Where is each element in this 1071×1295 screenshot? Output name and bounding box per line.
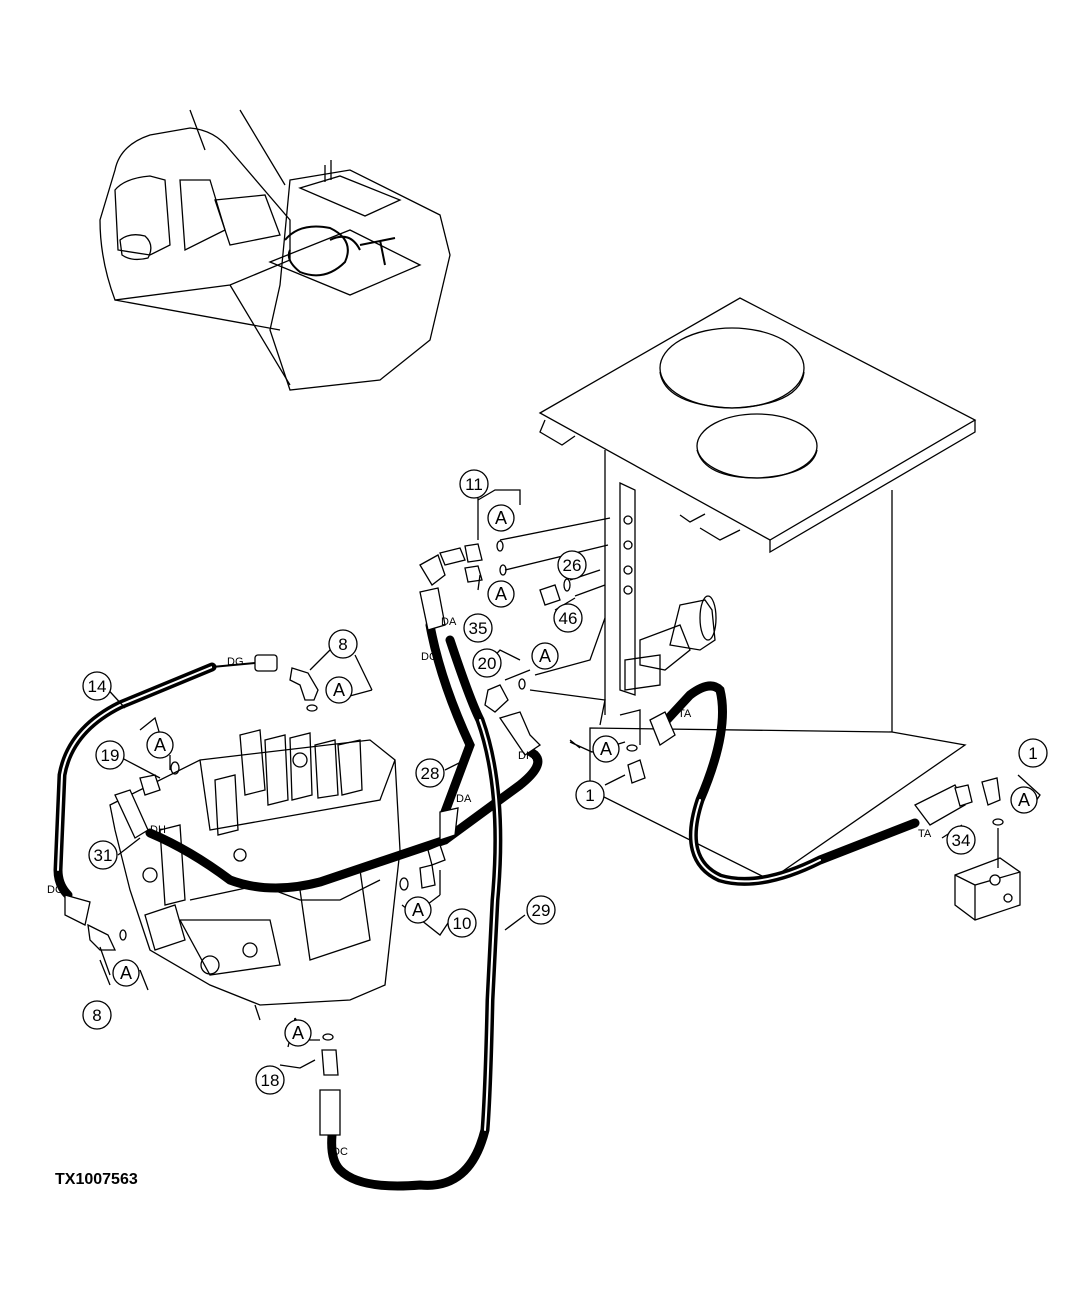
callout-1-right: 1 — [1018, 738, 1048, 768]
callout-34: 34 — [946, 825, 976, 855]
svg-text:A: A — [412, 900, 424, 920]
marker-a-18: A — [284, 1019, 312, 1047]
fittings — [64, 540, 1021, 1136]
callout-35: 35 — [463, 613, 493, 643]
svg-text:28: 28 — [421, 764, 440, 783]
excavator-inset-illustration — [99, 109, 451, 391]
port-label-dc-bottom: DC — [332, 1146, 348, 1158]
marker-a-1-right: A — [1010, 786, 1038, 814]
marker-a-11-lower: A — [487, 580, 515, 608]
callout-18: 18 — [255, 1065, 285, 1095]
callout-29: 29 — [526, 895, 556, 925]
svg-text:A: A — [495, 508, 507, 528]
marker-a-8-bottom: A — [112, 959, 140, 987]
svg-text:46: 46 — [559, 609, 578, 628]
marker-a-1-tank: A — [592, 735, 620, 763]
svg-text:A: A — [292, 1023, 304, 1043]
callout-28: 28 — [415, 758, 445, 788]
svg-text:26: 26 — [563, 556, 582, 575]
svg-text:35: 35 — [469, 619, 488, 638]
callout-31: 31 — [88, 840, 118, 870]
marker-a-10: A — [404, 896, 432, 924]
port-label-dh-valve: DH — [150, 824, 166, 836]
callout-8-bottom: 8 — [82, 1000, 112, 1030]
callout-11: 11 — [459, 469, 489, 499]
port-label-dc-top: DC — [421, 651, 437, 663]
svg-text:31: 31 — [94, 846, 113, 865]
svg-text:8: 8 — [338, 635, 347, 654]
port-label-ta-right: TA — [918, 828, 932, 840]
callout-20: 20 — [472, 648, 502, 678]
callout-26: 26 — [557, 550, 587, 580]
svg-text:11: 11 — [465, 475, 483, 494]
svg-text:20: 20 — [478, 654, 497, 673]
port-labels: DA DC DG DH DH DA DG DC TA TA — [47, 616, 932, 1158]
svg-text:A: A — [154, 735, 166, 755]
svg-text:A: A — [600, 739, 612, 759]
control-valve-assembly — [109, 729, 401, 1021]
svg-text:1: 1 — [585, 786, 594, 805]
svg-text:A: A — [1018, 790, 1030, 810]
port-label-dg-left: DG — [47, 884, 64, 896]
svg-text:29: 29 — [532, 901, 551, 920]
svg-text:19: 19 — [101, 746, 120, 765]
marker-a-19: A — [146, 731, 174, 759]
figure-id: TX1007563 — [55, 1171, 138, 1188]
callout-8-top: 8 — [328, 629, 358, 659]
svg-text:18: 18 — [261, 1071, 280, 1090]
svg-text:10: 10 — [453, 914, 472, 933]
marker-a-20: A — [531, 642, 559, 670]
svg-text:8: 8 — [92, 1006, 101, 1025]
hydraulic-tank — [529, 297, 977, 881]
svg-text:A: A — [120, 963, 132, 983]
marker-a-8-top: A — [325, 676, 353, 704]
port-label-dg-top: DG — [227, 656, 244, 668]
port-label-dh-tank: DH — [518, 750, 534, 762]
svg-text:A: A — [495, 584, 507, 604]
o-ring-markers: A A A A A A A A A A — [112, 504, 1038, 1047]
port-label-da-mid: DA — [456, 793, 472, 805]
marker-a-11-upper: A — [487, 504, 515, 532]
port-label-da-top: DA — [441, 616, 457, 628]
svg-text:A: A — [333, 680, 345, 700]
callout-10: 10 — [447, 908, 477, 938]
callout-19: 19 — [95, 740, 125, 770]
port-label-ta-left: TA — [678, 708, 692, 720]
callout-14: 14 — [82, 671, 112, 701]
svg-text:14: 14 — [88, 677, 107, 696]
callout-46: 46 — [553, 603, 583, 633]
hose-lines — [53, 620, 920, 1191]
svg-text:34: 34 — [952, 831, 971, 850]
svg-text:1: 1 — [1028, 744, 1037, 763]
callout-1-tank: 1 — [575, 780, 605, 810]
svg-text:A: A — [539, 646, 551, 666]
callouts: 11 26 46 35 20 8 14 19 31 28 10 29 8 18 … — [82, 469, 1048, 1095]
